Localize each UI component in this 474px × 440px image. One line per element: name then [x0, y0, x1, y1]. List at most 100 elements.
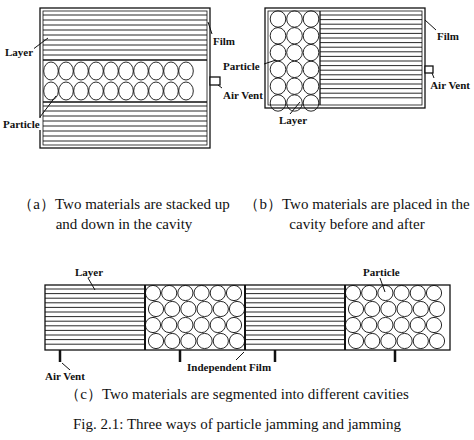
sub-caption: （a）Two materials are stacked up and down…	[10, 194, 238, 234]
layer-stroke	[320, 84, 422, 85]
particle	[287, 78, 303, 94]
particle	[226, 317, 241, 332]
layer-stroke	[245, 325, 345, 326]
layer-stroke	[320, 65, 422, 66]
particle	[270, 95, 286, 111]
particle	[429, 333, 444, 348]
layer-stroke	[320, 74, 422, 75]
particle	[429, 301, 444, 316]
layer-stroke	[43, 106, 207, 107]
film-outline	[45, 285, 450, 350]
particle	[197, 301, 212, 316]
particle	[270, 61, 286, 77]
particle	[178, 317, 193, 332]
layer-stroke	[320, 42, 422, 43]
layer-stroke	[320, 79, 422, 80]
particle	[213, 333, 228, 348]
particle	[303, 61, 319, 77]
particle	[44, 82, 59, 100]
layer-stroke	[320, 61, 422, 62]
layer-stroke	[320, 19, 422, 20]
particle	[59, 82, 74, 100]
particle	[210, 285, 225, 300]
particle	[410, 285, 425, 300]
band-border	[43, 101, 207, 102]
particle	[410, 317, 425, 332]
layer-stroke	[43, 45, 207, 46]
particle	[165, 301, 180, 316]
particle	[303, 44, 319, 60]
part-label: Layer	[278, 114, 308, 126]
layer-stroke	[245, 302, 345, 303]
layer-stroke	[43, 55, 207, 56]
particle	[381, 301, 396, 316]
particle	[270, 44, 286, 60]
layer-stroke	[45, 344, 145, 345]
particle	[178, 285, 193, 300]
particle	[303, 11, 319, 27]
layer-stroke	[43, 15, 207, 16]
particle	[365, 301, 380, 316]
layer-stroke	[320, 15, 422, 16]
particle	[270, 11, 286, 27]
particle	[89, 62, 104, 80]
particle	[134, 82, 149, 100]
layer-stroke	[43, 30, 207, 31]
layer-stroke	[45, 316, 145, 317]
sub-caption: （b）Two materials are placed in the cavit…	[243, 194, 471, 234]
band-border	[43, 59, 207, 60]
layer-stroke	[245, 316, 345, 317]
film-outline	[40, 8, 210, 148]
particle	[59, 62, 74, 80]
part-label: Particle	[222, 60, 261, 72]
layer-stroke	[245, 321, 345, 322]
layer-stroke	[43, 40, 207, 41]
particle	[397, 333, 412, 348]
particle	[365, 333, 380, 348]
layer-stroke	[320, 28, 422, 29]
particle	[303, 28, 319, 44]
particle	[197, 333, 212, 348]
air-vent	[274, 350, 277, 362]
layer-stroke	[45, 335, 145, 336]
figure-caption: Fig. 2.1: Three ways of particle jamming…	[10, 414, 464, 434]
layer-stroke	[245, 339, 345, 340]
layer-stroke	[45, 298, 145, 299]
particle	[164, 62, 179, 80]
layer-stroke	[45, 321, 145, 322]
part-label: Independent Film	[186, 361, 272, 373]
particle	[134, 62, 149, 80]
particle	[44, 62, 59, 80]
layer-stroke	[245, 298, 345, 299]
particle	[381, 333, 396, 348]
layer-stroke	[45, 293, 145, 294]
layer-stroke	[43, 116, 207, 117]
air-vent	[179, 350, 182, 362]
layer-stroke	[45, 312, 145, 313]
particle	[179, 82, 194, 100]
part-label: Particle	[362, 266, 401, 278]
layer-stroke	[43, 25, 207, 26]
particle	[194, 317, 209, 332]
layer-stroke	[320, 47, 422, 48]
particle	[194, 285, 209, 300]
particle	[162, 285, 177, 300]
particle	[345, 317, 360, 332]
layer-stroke	[245, 335, 345, 336]
leader-lines	[32, 20, 436, 370]
particle	[303, 78, 319, 94]
layer-stroke	[43, 50, 207, 51]
fine-repeats	[43, 11, 445, 349]
layer-stroke	[45, 302, 145, 303]
particle	[348, 301, 363, 316]
layer-stroke	[245, 289, 345, 290]
particle	[145, 285, 160, 300]
layer-stroke	[245, 307, 345, 308]
layer-stroke	[320, 33, 422, 34]
layer-stroke	[43, 126, 207, 127]
particle	[104, 82, 119, 100]
particle	[287, 44, 303, 60]
particle	[145, 317, 160, 332]
particle	[345, 285, 360, 300]
film-outline	[265, 8, 425, 108]
